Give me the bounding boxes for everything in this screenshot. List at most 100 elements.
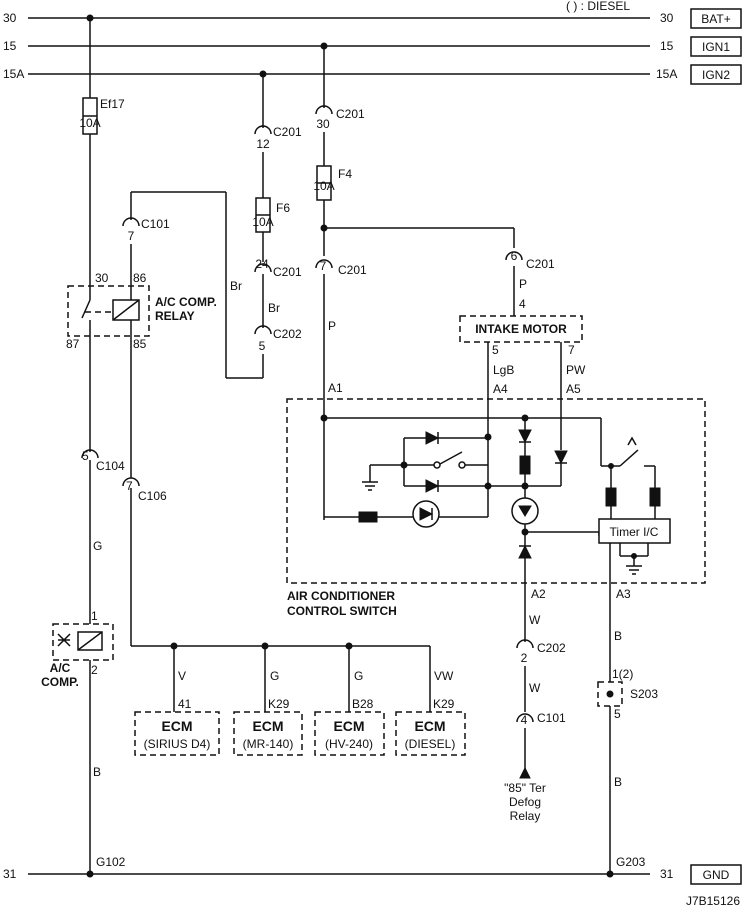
wire-br-2: Br (268, 301, 280, 315)
intake-motor (459, 315, 583, 343)
ign2-label: IGN2 (702, 68, 730, 82)
ground-g102: G102 (96, 855, 126, 869)
timer-ic (598, 518, 671, 544)
fuse-ef17-rating: 10A (79, 116, 100, 130)
connector-c201-7 (315, 259, 333, 269)
switch-pin-a3: A3 (616, 587, 631, 601)
ecm-diesel (395, 711, 466, 756)
c201-6-pin: 6 (511, 249, 518, 263)
wire-lgb: LgB (493, 363, 514, 377)
c201-24-name: C201 (273, 265, 302, 279)
connector-c201-6 (505, 251, 523, 261)
switch-actuator-icon (627, 436, 637, 446)
c106-name: C106 (138, 489, 167, 503)
ign1-label: IGN1 (702, 40, 730, 54)
connector-c202-5 (254, 325, 272, 335)
ecm-1-variant: (SIRIUS D4) (144, 737, 211, 751)
c201-12-name: C201 (273, 125, 302, 139)
ground-return-circuit: B 1(2) S203 5 B G203 (597, 602, 658, 878)
intake-pin-5: 5 (492, 343, 499, 357)
timer-label: Timer I/C (610, 525, 659, 539)
timer-resistor-2 (649, 487, 661, 507)
gnd-label: GND (703, 868, 730, 882)
ignition-feed-circuit: C201 30 F4 10A 7 C201 P A1 6 C201 P 4 IN… (313, 42, 586, 520)
relay-title-1: A/C COMP. (155, 295, 217, 309)
intake-pin-7: 7 (568, 343, 575, 357)
diesel-legend: ( ) : DIESEL (566, 0, 630, 13)
s203-pin-top: 1(2) (612, 667, 633, 681)
bat-label-box (690, 8, 742, 29)
comp-title-1: A/C (50, 661, 71, 675)
fuse-f4-name: F4 (338, 167, 352, 181)
relay-pin-87: 87 (66, 337, 80, 351)
defog-line-3: Relay (510, 809, 541, 823)
defog-line-1: "85" Ter (504, 781, 546, 795)
diode-upper (425, 431, 440, 445)
ecm-4-variant: (DIESEL) (405, 737, 456, 751)
switch-pin-a2: A2 (531, 587, 546, 601)
c201-7-name: C201 (338, 263, 367, 277)
ac-control-switch-box (286, 398, 706, 584)
relay-pin-86: 86 (133, 271, 147, 285)
c101-7-name: C101 (141, 217, 170, 231)
ground-g102-dot (86, 870, 94, 878)
switch-pin-a1: A1 (328, 381, 343, 395)
connector-c104 (81, 449, 99, 459)
ecm-1-label: ECM (161, 718, 192, 734)
ecm-mr-140 (233, 711, 303, 756)
ecm-3-variant: (HV-240) (325, 737, 373, 751)
diode-a5 (554, 450, 568, 465)
switch-pin-a4: A4 (493, 382, 508, 396)
ac-comp-relay (67, 285, 150, 337)
intake-motor-title: INTAKE MOTOR (475, 322, 567, 336)
wire-w-2: W (529, 681, 541, 695)
ecm-control-circuit: 7 C106 V 41 G K29 G B28 VW K29 ECM (SIRI… (122, 336, 466, 756)
fuse-f6-rating: 10A (252, 215, 273, 229)
defog-line-2: Defog (509, 795, 541, 809)
ac-control-switch: AIR CONDITIONER CONTROL SWITCH (286, 398, 706, 618)
rail-gnd-right-label: 31 (660, 867, 674, 881)
ign2-label-box (690, 64, 742, 85)
compressor-circuit: Ef17 10A 30 86 87 85 A/C COMP. RELAY 5 C… (41, 14, 217, 878)
led-diode (419, 507, 434, 521)
c101-4-pin: 4 (521, 713, 528, 727)
fuse-ef17-name: Ef17 (100, 97, 125, 111)
wire-g: G (93, 539, 102, 553)
wire-p-1: P (328, 319, 336, 333)
ecm-4-pin: K29 (433, 697, 455, 711)
fuse-f6-name: F6 (276, 201, 290, 215)
c106-pin: 7 (126, 479, 133, 493)
power-rails: 30 15 15A 31 30 15 15A 31 BAT+ IGN1 IGN2… (3, 0, 742, 908)
relay-title-2: RELAY (155, 309, 195, 323)
relay-pin-85: 85 (133, 337, 147, 351)
relay-pin-30: 30 (95, 271, 109, 285)
ecm-2-variant: (MR-140) (243, 737, 294, 751)
rail-bat-left-label: 30 (3, 11, 17, 25)
c201-12-pin: 12 (256, 137, 270, 151)
diode-center-bottom (518, 544, 532, 559)
ground-g203-dot (606, 870, 614, 878)
c201-30-name: C201 (336, 107, 365, 121)
wire-p-2: P (519, 277, 527, 291)
c104-pin: 5 (82, 449, 89, 463)
connector-c201-30 (315, 105, 333, 115)
ecm-1-pin: 41 (178, 697, 192, 711)
c101-4-name: C101 (537, 711, 566, 725)
gnd-label-box (690, 864, 742, 885)
wire-ecm-g2: G (354, 669, 363, 683)
fuse-f4-rating: 10A (313, 179, 334, 193)
resistor (358, 511, 378, 523)
diagram-id: J7B15126 (686, 894, 740, 908)
defog-circuit: W C202 2 W 4 C101 "85" Ter Defog Relay (504, 602, 566, 823)
c202-5-pin: 5 (259, 339, 266, 353)
bat-label: BAT+ (701, 12, 730, 26)
switch-title-2: CONTROL SWITCH (287, 604, 397, 618)
c202-2-pin: 2 (521, 651, 528, 665)
ecm-2-label: ECM (252, 718, 283, 734)
connector-c201-12 (254, 125, 272, 135)
c101-7-pin: 7 (128, 229, 135, 243)
c202-5-name: C202 (273, 327, 302, 341)
timer-ground-icon (626, 565, 642, 575)
